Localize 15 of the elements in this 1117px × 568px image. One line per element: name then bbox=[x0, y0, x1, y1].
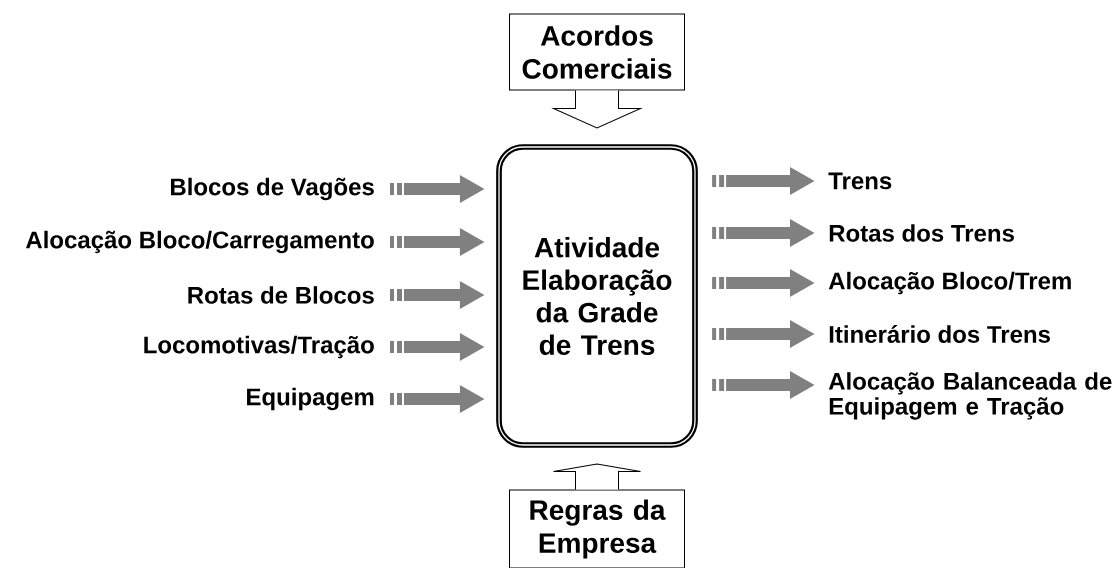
hollow-arrow bbox=[553, 463, 641, 490]
output-label: Alocação Balanceada de Equipagem e Tração bbox=[828, 372, 1112, 420]
input-label: Locomotivas/Tração bbox=[144, 335, 374, 359]
input-label: Rotas de Blocos bbox=[188, 286, 374, 304]
output-label: Itinerário dos Trens bbox=[829, 325, 1050, 343]
input-label: Blocos de Vagões bbox=[171, 177, 374, 201]
output-label: Alocação Bloco/Trem bbox=[828, 271, 1071, 295]
hollow-arrow bbox=[553, 90, 641, 129]
input-label: Equipagem bbox=[247, 387, 374, 411]
input-box: Regras da Empresa bbox=[509, 489, 685, 568]
output-label: Rotas dos Trens bbox=[829, 224, 1014, 242]
activity-box: Atividade Elaboração da Grade de Trens bbox=[496, 144, 698, 448]
input-box: Acordos Comerciais bbox=[509, 13, 685, 91]
input-label: Alocação Bloco/Carregamento bbox=[25, 230, 374, 254]
output-label: Trens bbox=[828, 172, 892, 190]
